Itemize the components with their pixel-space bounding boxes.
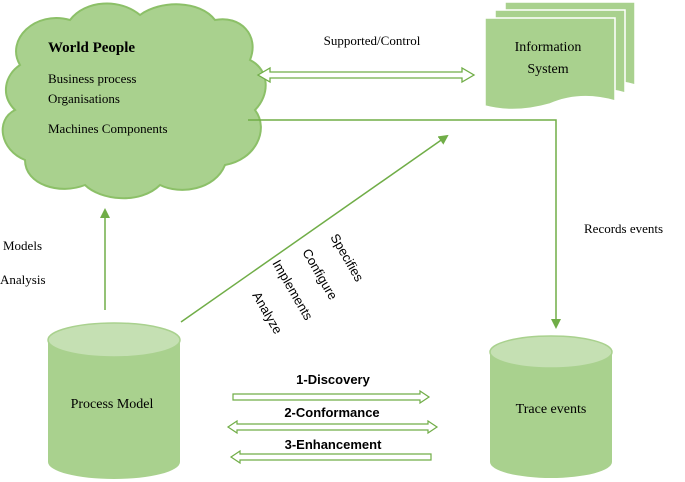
conformance-double-arrow: [226, 419, 439, 435]
specifies-label: Specifies: [327, 231, 367, 285]
enhancement-arrow: [229, 449, 432, 465]
trace-events-cylinder: [489, 335, 613, 478]
cloud-line-business-process: Business process: [48, 71, 136, 86]
supported-control-double-arrow: [256, 66, 476, 84]
configure-label: Configure: [299, 246, 340, 302]
conformance-label: 2-Conformance: [284, 405, 379, 420]
cloud-line-machines: Machines Components: [48, 121, 168, 136]
trace-events-label: Trace events: [516, 402, 587, 417]
supported-control-label: Supported/Control: [324, 33, 421, 48]
information-system-line1: Information: [515, 40, 582, 55]
models-label: Models: [3, 238, 42, 253]
information-system-line2: System: [527, 62, 568, 77]
analyze-label: Analyze: [249, 289, 285, 337]
cloud-line-organisations: Organisations: [48, 91, 120, 106]
diagonal-arrow: [180, 134, 449, 323]
enhancement-label: 3-Enhancement: [285, 437, 382, 452]
discovery-arrow: [232, 389, 431, 405]
process-model-label: Process Model: [71, 397, 154, 412]
cloud-title: World People: [48, 40, 135, 56]
discovery-label: 1-Discovery: [296, 372, 370, 387]
analysis-label: Analysis: [0, 272, 46, 287]
process-model-cylinder: [47, 322, 181, 479]
information-system-documents: [484, 1, 636, 111]
records-events-connector: [248, 119, 561, 329]
records-events-label: Records events: [584, 221, 663, 236]
world-people-cloud: [1, 2, 267, 200]
